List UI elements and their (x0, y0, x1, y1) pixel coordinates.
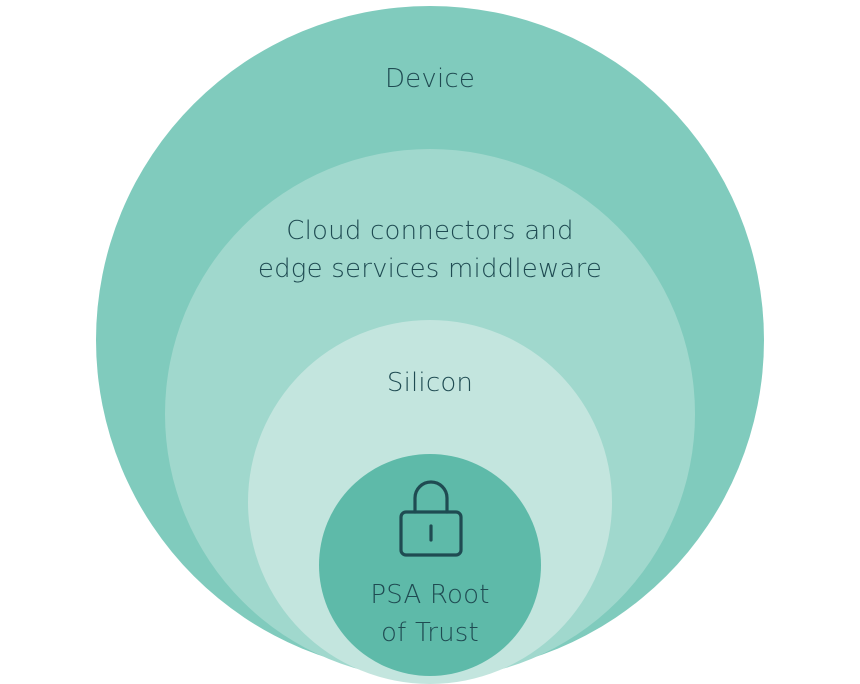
psa-root-label-line-1: PSA Root (370, 580, 490, 610)
silicon-label: Silicon (386, 368, 474, 398)
cloud-middleware-label-line-2: edge services middleware (257, 254, 603, 284)
device-label: Device (384, 64, 476, 94)
cloud-middleware-label: Cloud connectors and edge services middl… (220, 212, 640, 288)
psa-root-of-trust-circle (319, 454, 541, 676)
psa-root-of-trust-label: PSA Root of Trust (330, 576, 530, 652)
psa-root-label-line-2: of Trust (381, 618, 479, 648)
lock-icon (399, 480, 463, 557)
cloud-middleware-label-line-1: Cloud connectors and (286, 216, 574, 246)
